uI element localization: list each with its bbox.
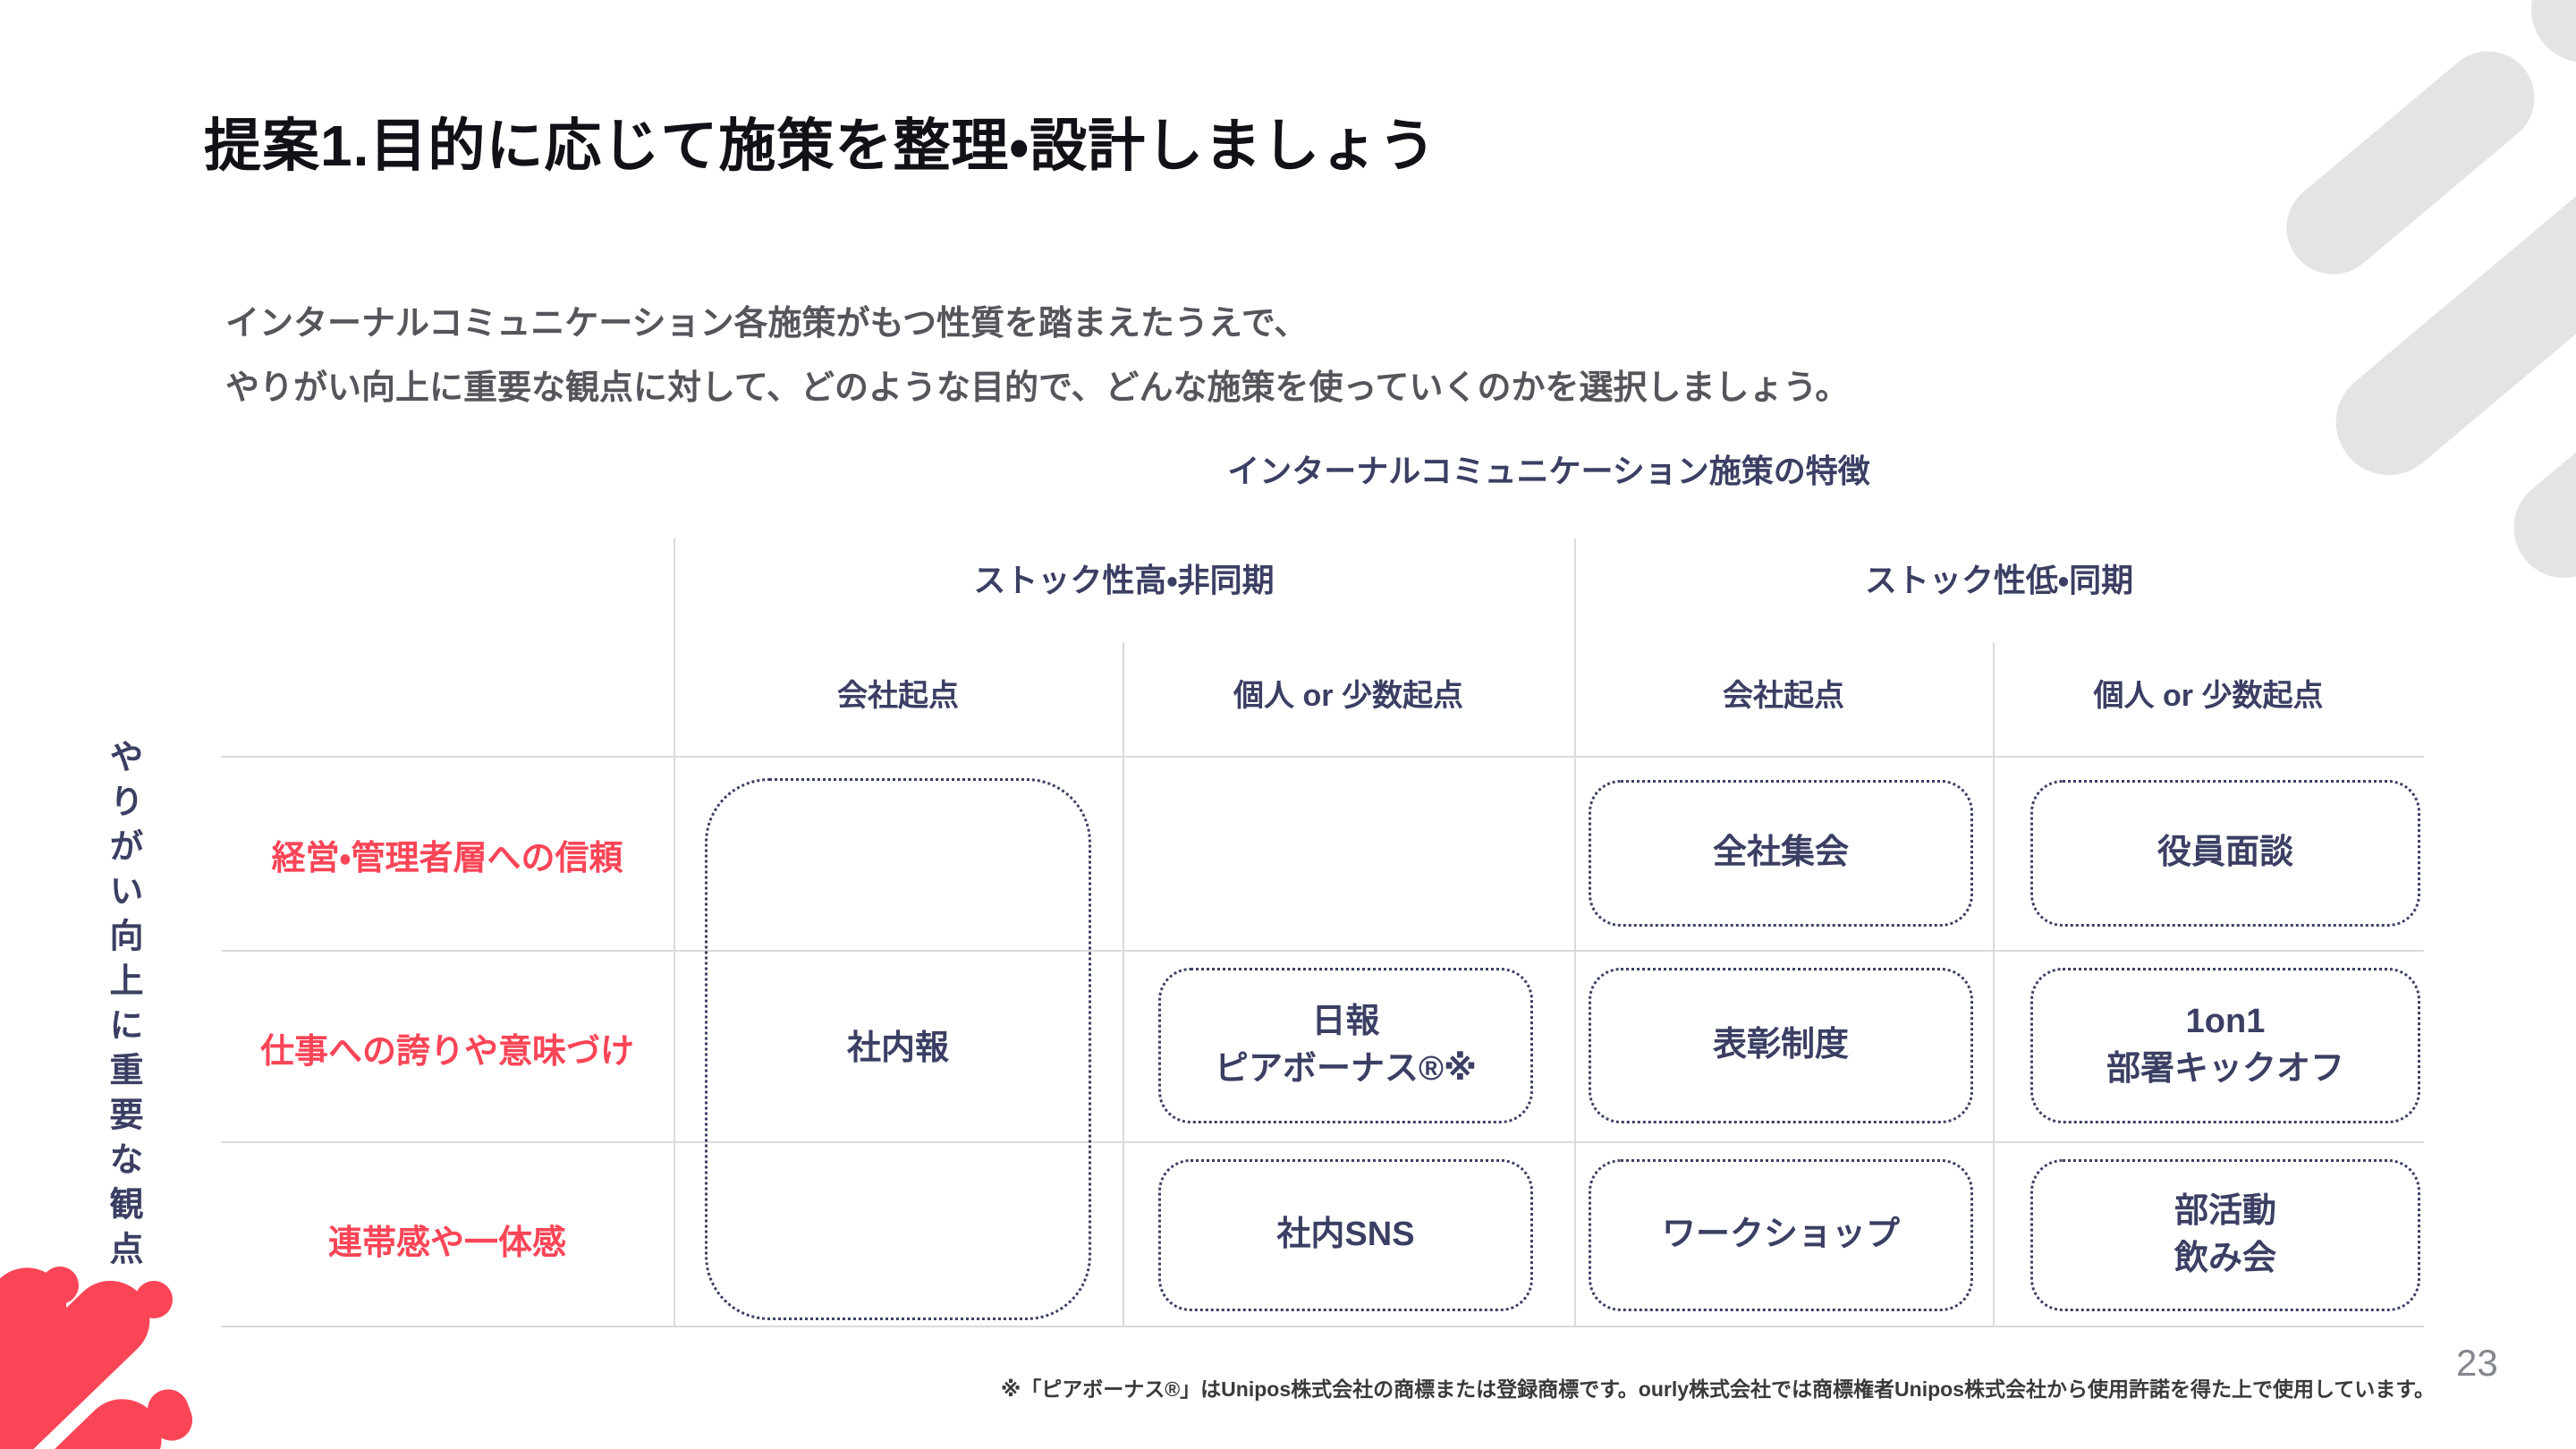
row-axis-label: やりがい向上に重要な観点 (104, 739, 141, 1275)
grid-vline-4 (1993, 642, 1995, 1327)
measure-cell-all-hands-meeting: 全社集会 (1589, 780, 1973, 927)
column-header-individual-origin-1: 個人 or 少数起点 (1233, 679, 1463, 713)
grid-vline-3 (1574, 538, 1576, 1327)
deco-gray-corner-blob (2531, 0, 2576, 63)
row-label-solidarity: 連帯感や一体感 (327, 1224, 566, 1262)
measure-cell-executive-interview: 役員面談 (2030, 780, 2420, 927)
grid-hline-3 (221, 1141, 2424, 1143)
intro-text: インターナルコミュニケーション各施策がもつ性質を踏まえたうえで、 やりがい向上に… (225, 292, 1849, 420)
row-label-pride-in-work: 仕事への誇りや意味づけ (259, 1033, 634, 1071)
grid-hline-2 (221, 950, 2424, 952)
column-group-stock-high-async: ストック性高・非同期 (973, 562, 1275, 598)
measure-cell-club-activity-drinking: 部活動 飲み会 (2030, 1159, 2420, 1311)
measure-cell-workshop: ワークショップ (1589, 1159, 1973, 1311)
column-group-stock-low-sync: ストック性低・同期 (1864, 562, 2134, 598)
grid-hline-4 (221, 1326, 2424, 1327)
page-number: 23 (2456, 1342, 2498, 1384)
trademark-footnote: ※「ピアボーナス®」はUnipos株式会社の商標または登録商標です。ourly株… (1000, 1377, 2435, 1401)
column-header-company-origin-2: 会社起点 (1723, 679, 1844, 713)
measure-cell-internal-sns: 社内SNS (1158, 1159, 1533, 1311)
column-header-company-origin-1: 会社起点 (837, 679, 959, 713)
column-header-individual-origin-2: 個人 or 少数起点 (2093, 679, 2324, 713)
intro-line-2: やりがい向上に重要な観点に対して、どのような目的で、どんな施策を使っていくのかを… (225, 369, 1850, 407)
intro-line-1: インターナルコミュニケーション各施策がもつ性質を踏まえたうえで、 (225, 305, 1309, 343)
measure-cell-award-system: 表彰制度 (1589, 968, 1973, 1123)
measure-cell-company-newsletter: 社内報 (705, 778, 1091, 1320)
row-label-trust-in-management: 経営・管理者層への信頼 (271, 840, 623, 877)
page-title: 提案1.目的に応じて施策を整理・設計しましょう (204, 114, 1437, 178)
measure-cell-1on1-dept-kickoff: 1on1 部署キックオフ (2030, 968, 2420, 1123)
matrix-caption: インターナルコミュニケーション施策の特徴 (1227, 453, 1870, 489)
measure-cell-daily-report-peer-bonus: 日報 ピアボーナス®※ (1158, 968, 1533, 1123)
grid-hline-1 (221, 756, 2424, 758)
grid-vline-2 (1123, 642, 1124, 1327)
grid-vline-1 (674, 538, 675, 1327)
